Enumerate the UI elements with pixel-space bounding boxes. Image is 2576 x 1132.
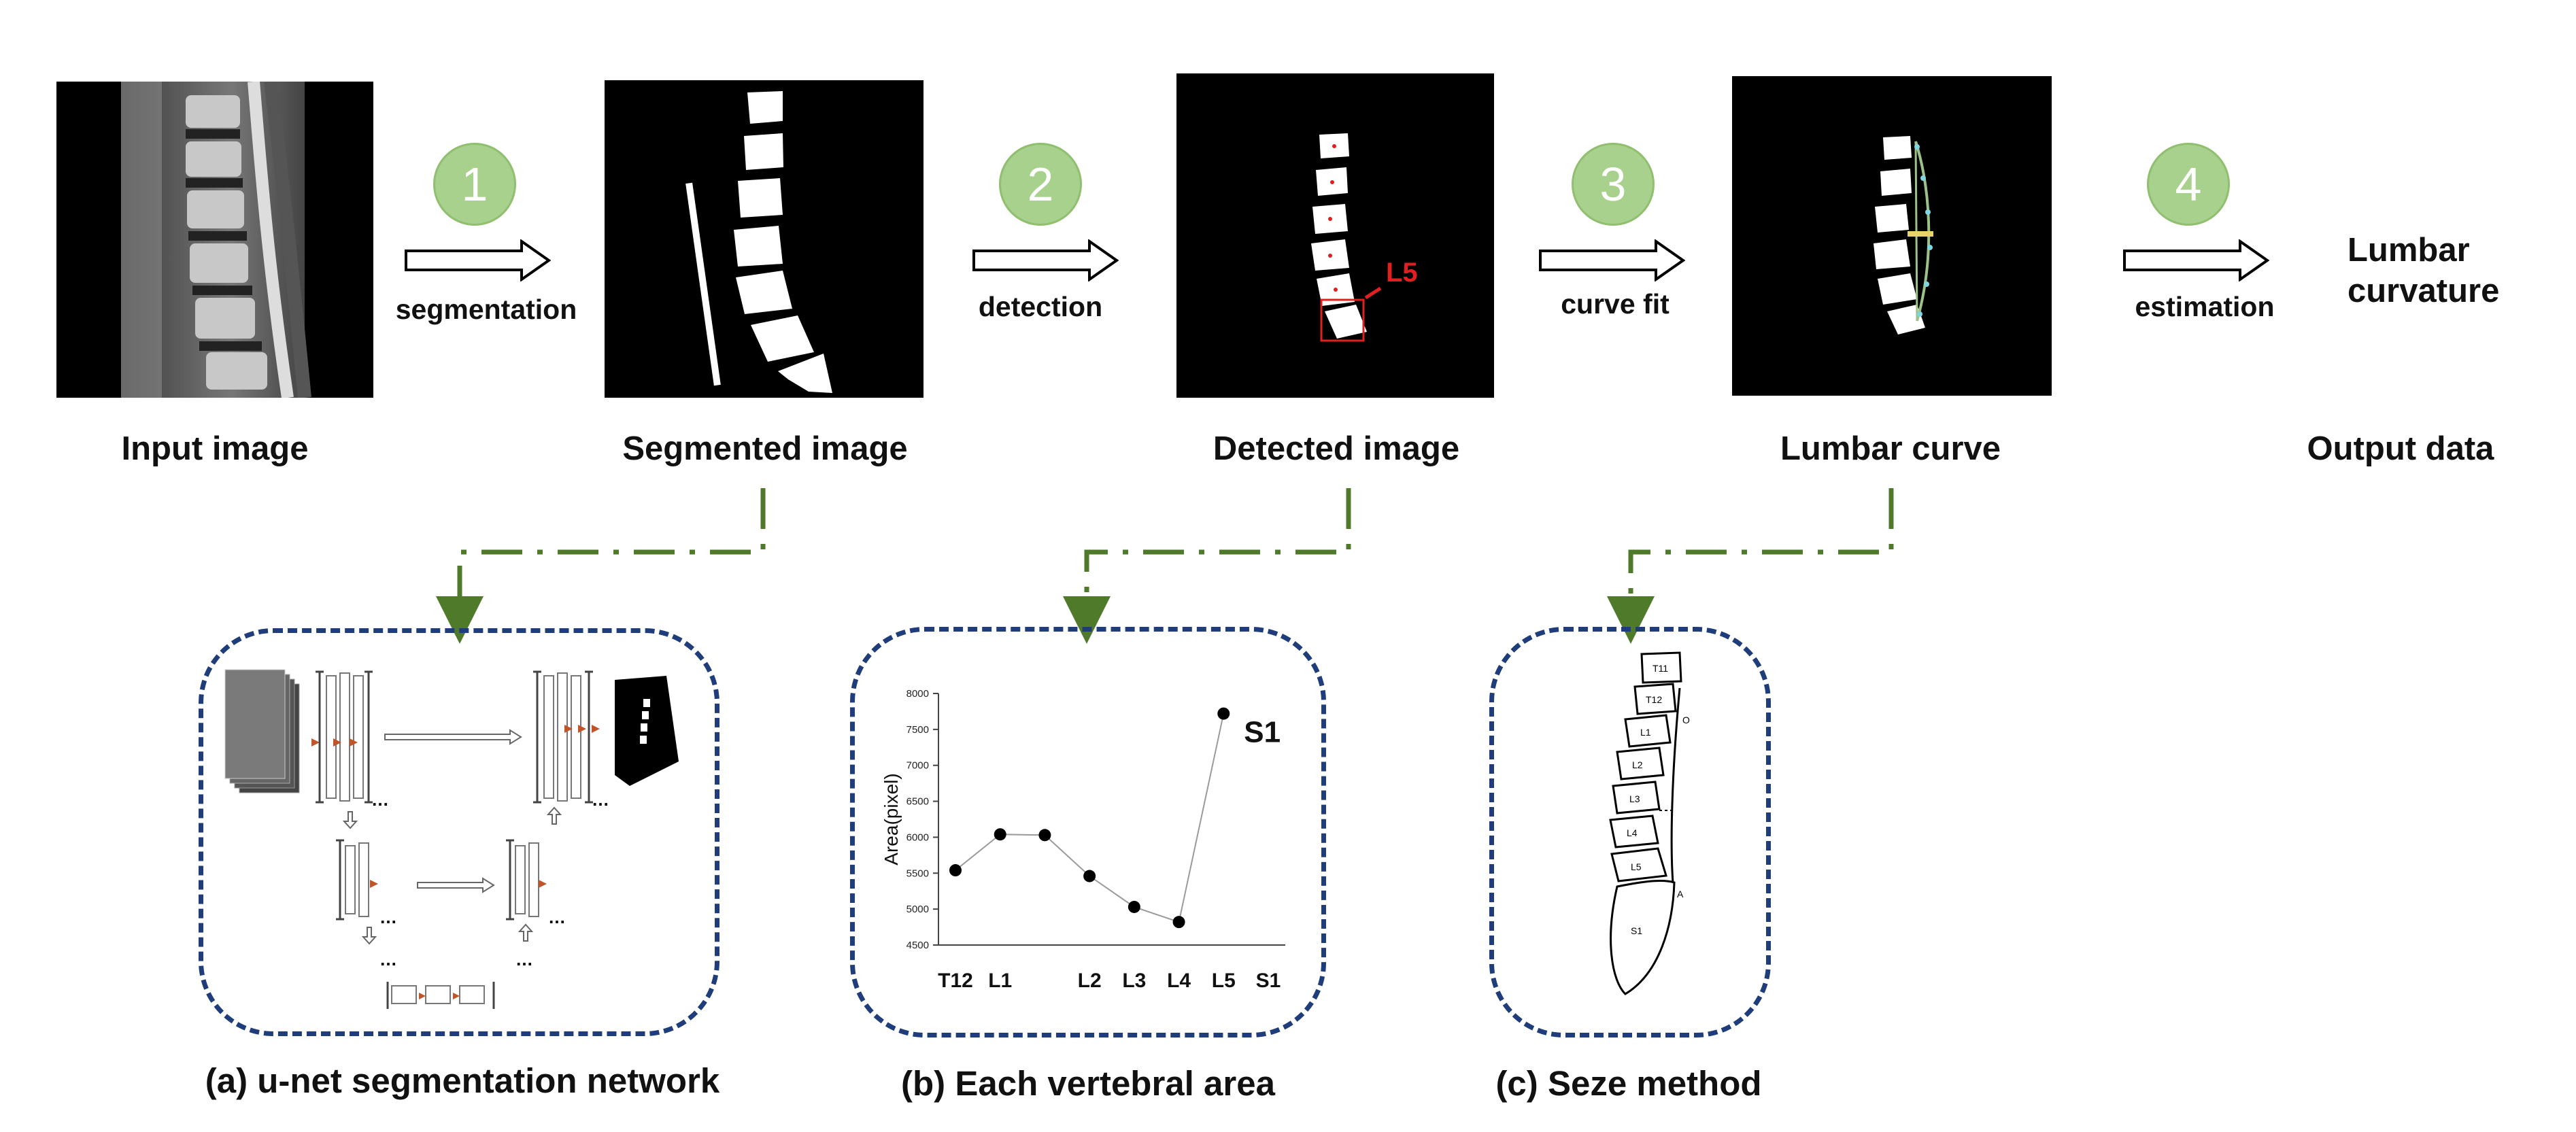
- step-4-badge: 4: [2147, 143, 2230, 226]
- svg-text:…: …: [592, 789, 609, 810]
- seze-label-a: A: [1677, 889, 1684, 899]
- svg-text:…: …: [515, 949, 533, 970]
- segmented-image: [605, 80, 923, 398]
- stage-label-segmented: Segmented image: [622, 430, 908, 467]
- x-tick-label: L3: [1122, 970, 1146, 992]
- output-mask: [615, 676, 679, 786]
- x-tick-label: L2: [1078, 970, 1102, 992]
- step-1-arrow: [405, 239, 551, 281]
- svg-text:…: …: [371, 789, 389, 810]
- seze-label-t11: T11: [1653, 663, 1668, 674]
- connector-c: [1607, 488, 1894, 644]
- data-point: [1038, 829, 1051, 842]
- seze-label-l5: L5: [1631, 861, 1642, 872]
- connector-b: [1063, 488, 1351, 644]
- y-tick-label: 7000: [906, 760, 929, 772]
- step-2-badge: 2: [999, 143, 1082, 226]
- step-1-label: segmentation: [395, 294, 577, 325]
- caption-a: (a) u-net segmentation network: [205, 1061, 720, 1100]
- y-tick-label: 5500: [906, 868, 929, 879]
- step-3-label: curve fit: [1561, 288, 1670, 320]
- data-point: [1172, 916, 1185, 929]
- svg-text:…: …: [379, 907, 397, 927]
- svg-text:…: …: [548, 907, 566, 927]
- seze-label-s1: S1: [1631, 925, 1642, 936]
- l5-bounding-box: [1320, 298, 1365, 342]
- series-line: [955, 713, 1225, 923]
- step-2-label: detection: [978, 291, 1103, 322]
- connector-a: [436, 488, 766, 644]
- curve-view: [1874, 136, 1933, 335]
- y-tick-label: 6000: [906, 831, 929, 843]
- seze-label-o: O: [1682, 715, 1690, 725]
- segmentation-mask: [685, 91, 832, 393]
- detected-image: L5: [1176, 73, 1494, 398]
- y-axis-title: Area(pixel): [881, 773, 902, 865]
- x-tick-label: L5: [1212, 970, 1236, 992]
- y-tick-label: 4500: [906, 940, 929, 951]
- output-text-line1: Lumbar: [2348, 232, 2470, 269]
- input-stack: [224, 669, 300, 793]
- seze-label-l1: L1: [1640, 727, 1651, 738]
- svg-text:…: …: [379, 949, 397, 970]
- step-4-label: estimation: [2135, 291, 2275, 322]
- data-point: [949, 864, 962, 877]
- seze-diagram: T11 T12 L1 L2 L3 L4 L5 S1 O A: [1609, 651, 1690, 995]
- annotation-s1: S1: [1244, 716, 1281, 749]
- unet-detail-box: [199, 628, 719, 1036]
- output-text-line2: curvature: [2348, 273, 2500, 309]
- data-point: [1217, 707, 1230, 720]
- stage-label-output: Output data: [2307, 430, 2494, 467]
- y-tick-label: 8000: [906, 688, 929, 700]
- seze-label-l2: L2: [1632, 759, 1643, 770]
- stage-label-input: Input image: [121, 430, 309, 467]
- step-2-arrow: [972, 239, 1119, 281]
- step-1-badge: 1: [433, 143, 516, 226]
- data-point: [1083, 870, 1096, 882]
- stage-label-curve: Lumbar curve: [1780, 430, 2001, 467]
- x-tick-label: T12: [938, 970, 973, 992]
- detection-view: L5: [1311, 133, 1418, 342]
- unet-diagram: … … … … … …: [224, 669, 679, 1009]
- stage-label-detected: Detected image: [1213, 430, 1460, 467]
- x-tick-label: L4: [1167, 970, 1191, 992]
- seze-label-l4: L4: [1627, 827, 1638, 838]
- y-tick-label: 7500: [906, 724, 929, 736]
- step-3-badge: 3: [1572, 143, 1655, 226]
- data-point: [994, 828, 1006, 841]
- step-4-arrow: [2123, 239, 2269, 281]
- lumbar-curve-image: [1732, 76, 2052, 396]
- y-tick-label: 6500: [906, 796, 929, 808]
- step-3-arrow: [1539, 239, 1685, 281]
- x-tick-label: S1: [1256, 970, 1281, 992]
- y-tick-label: 5000: [906, 904, 929, 915]
- seze-label-l3: L3: [1629, 793, 1640, 804]
- seze-label-t12: T12: [1646, 694, 1662, 705]
- area-chart: 4500 5000 5500 6000 6500 7000 7500 8000Area(pix…: [881, 688, 1285, 992]
- caption-b: (b) Each vertebral area: [901, 1064, 1275, 1103]
- x-tick-label: L1: [988, 970, 1012, 992]
- l5-pointer: [1364, 286, 1382, 300]
- mri-slice: [121, 80, 311, 399]
- input-image: [56, 80, 373, 399]
- area-chart-box: [850, 627, 1326, 1037]
- data-point: [1128, 900, 1140, 913]
- seze-method-box: [1489, 627, 1771, 1037]
- l5-marker-label: L5: [1386, 258, 1418, 288]
- caption-c: (c) Seze method: [1495, 1064, 1762, 1103]
